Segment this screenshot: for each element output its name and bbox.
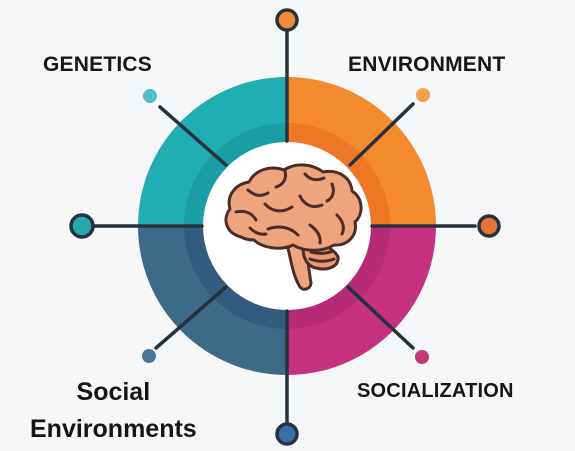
brain-fold-9 <box>266 225 300 237</box>
brain-icon <box>224 163 363 291</box>
brain-fold-11 <box>248 226 268 236</box>
brain-fold-5 <box>234 209 258 222</box>
brain-fold-10 <box>308 223 322 245</box>
dot-left <box>69 213 95 239</box>
connector-bottom-right <box>346 285 415 350</box>
brain-fold-1 <box>246 188 270 197</box>
cerebellum-fold-2 <box>308 257 336 263</box>
brain-fold-7 <box>298 194 324 209</box>
label-socialization: SOCIALIZATION <box>357 380 514 402</box>
brain-fold-2 <box>274 169 287 189</box>
connector-top-left <box>158 105 228 167</box>
brain-fold-6 <box>263 202 294 213</box>
dot-bottom-right <box>415 350 429 364</box>
brain-fold-4 <box>325 182 335 203</box>
brain-fold-3 <box>303 172 326 182</box>
dot-right <box>477 214 501 238</box>
connector-bottom-left <box>154 285 228 350</box>
dot-bottom <box>275 422 299 446</box>
dot-top <box>275 8 299 32</box>
dot-top-left <box>143 89 157 103</box>
dot-bottom-left <box>142 349 156 363</box>
label-social-environments-line1: Social <box>76 378 151 406</box>
label-genetics: GENETICS <box>43 53 152 76</box>
cerebellum-fold-1 <box>309 249 335 255</box>
brain-cerebrum <box>224 163 363 252</box>
label-social-environments-line2: Environments <box>30 415 197 443</box>
endpoint-dots <box>69 8 501 446</box>
connector-top-right <box>348 102 415 167</box>
brain-fold-8 <box>335 213 345 236</box>
label-environment: ENVIRONMENT <box>348 53 506 76</box>
dot-top-right <box>416 88 430 102</box>
label-social-environments: Social Environments <box>30 374 197 448</box>
connectors <box>93 29 477 424</box>
